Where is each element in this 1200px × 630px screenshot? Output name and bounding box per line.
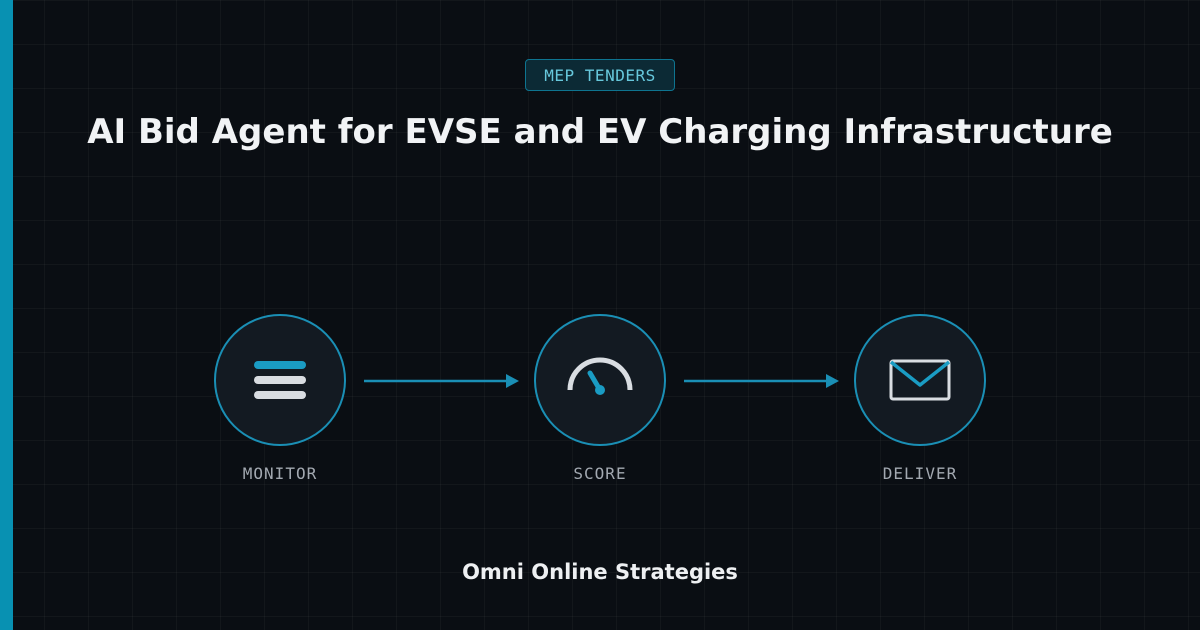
step-circle bbox=[854, 314, 986, 446]
step-label-monitor: MONITOR bbox=[242, 464, 318, 483]
step-label-score: SCORE bbox=[573, 464, 627, 483]
accent-bar bbox=[0, 0, 13, 630]
page-title: AI Bid Agent for EVSE and EV Charging In… bbox=[87, 112, 1113, 152]
envelope-icon bbox=[889, 359, 951, 401]
list-icon bbox=[254, 361, 306, 399]
step-circle bbox=[214, 314, 346, 446]
step-circle bbox=[534, 314, 666, 446]
arrow-right-icon bbox=[364, 374, 519, 388]
step-deliver: DELIVER bbox=[840, 314, 1000, 483]
gauge-icon bbox=[567, 357, 633, 395]
category-badge: MEP TENDERS bbox=[525, 59, 675, 91]
brand-name: Omni Online Strategies bbox=[462, 560, 738, 584]
step-score: SCORE bbox=[520, 314, 680, 483]
step-label-deliver: DELIVER bbox=[882, 464, 958, 483]
arrow-right-icon bbox=[684, 374, 839, 388]
step-monitor: MONITOR bbox=[200, 314, 360, 483]
